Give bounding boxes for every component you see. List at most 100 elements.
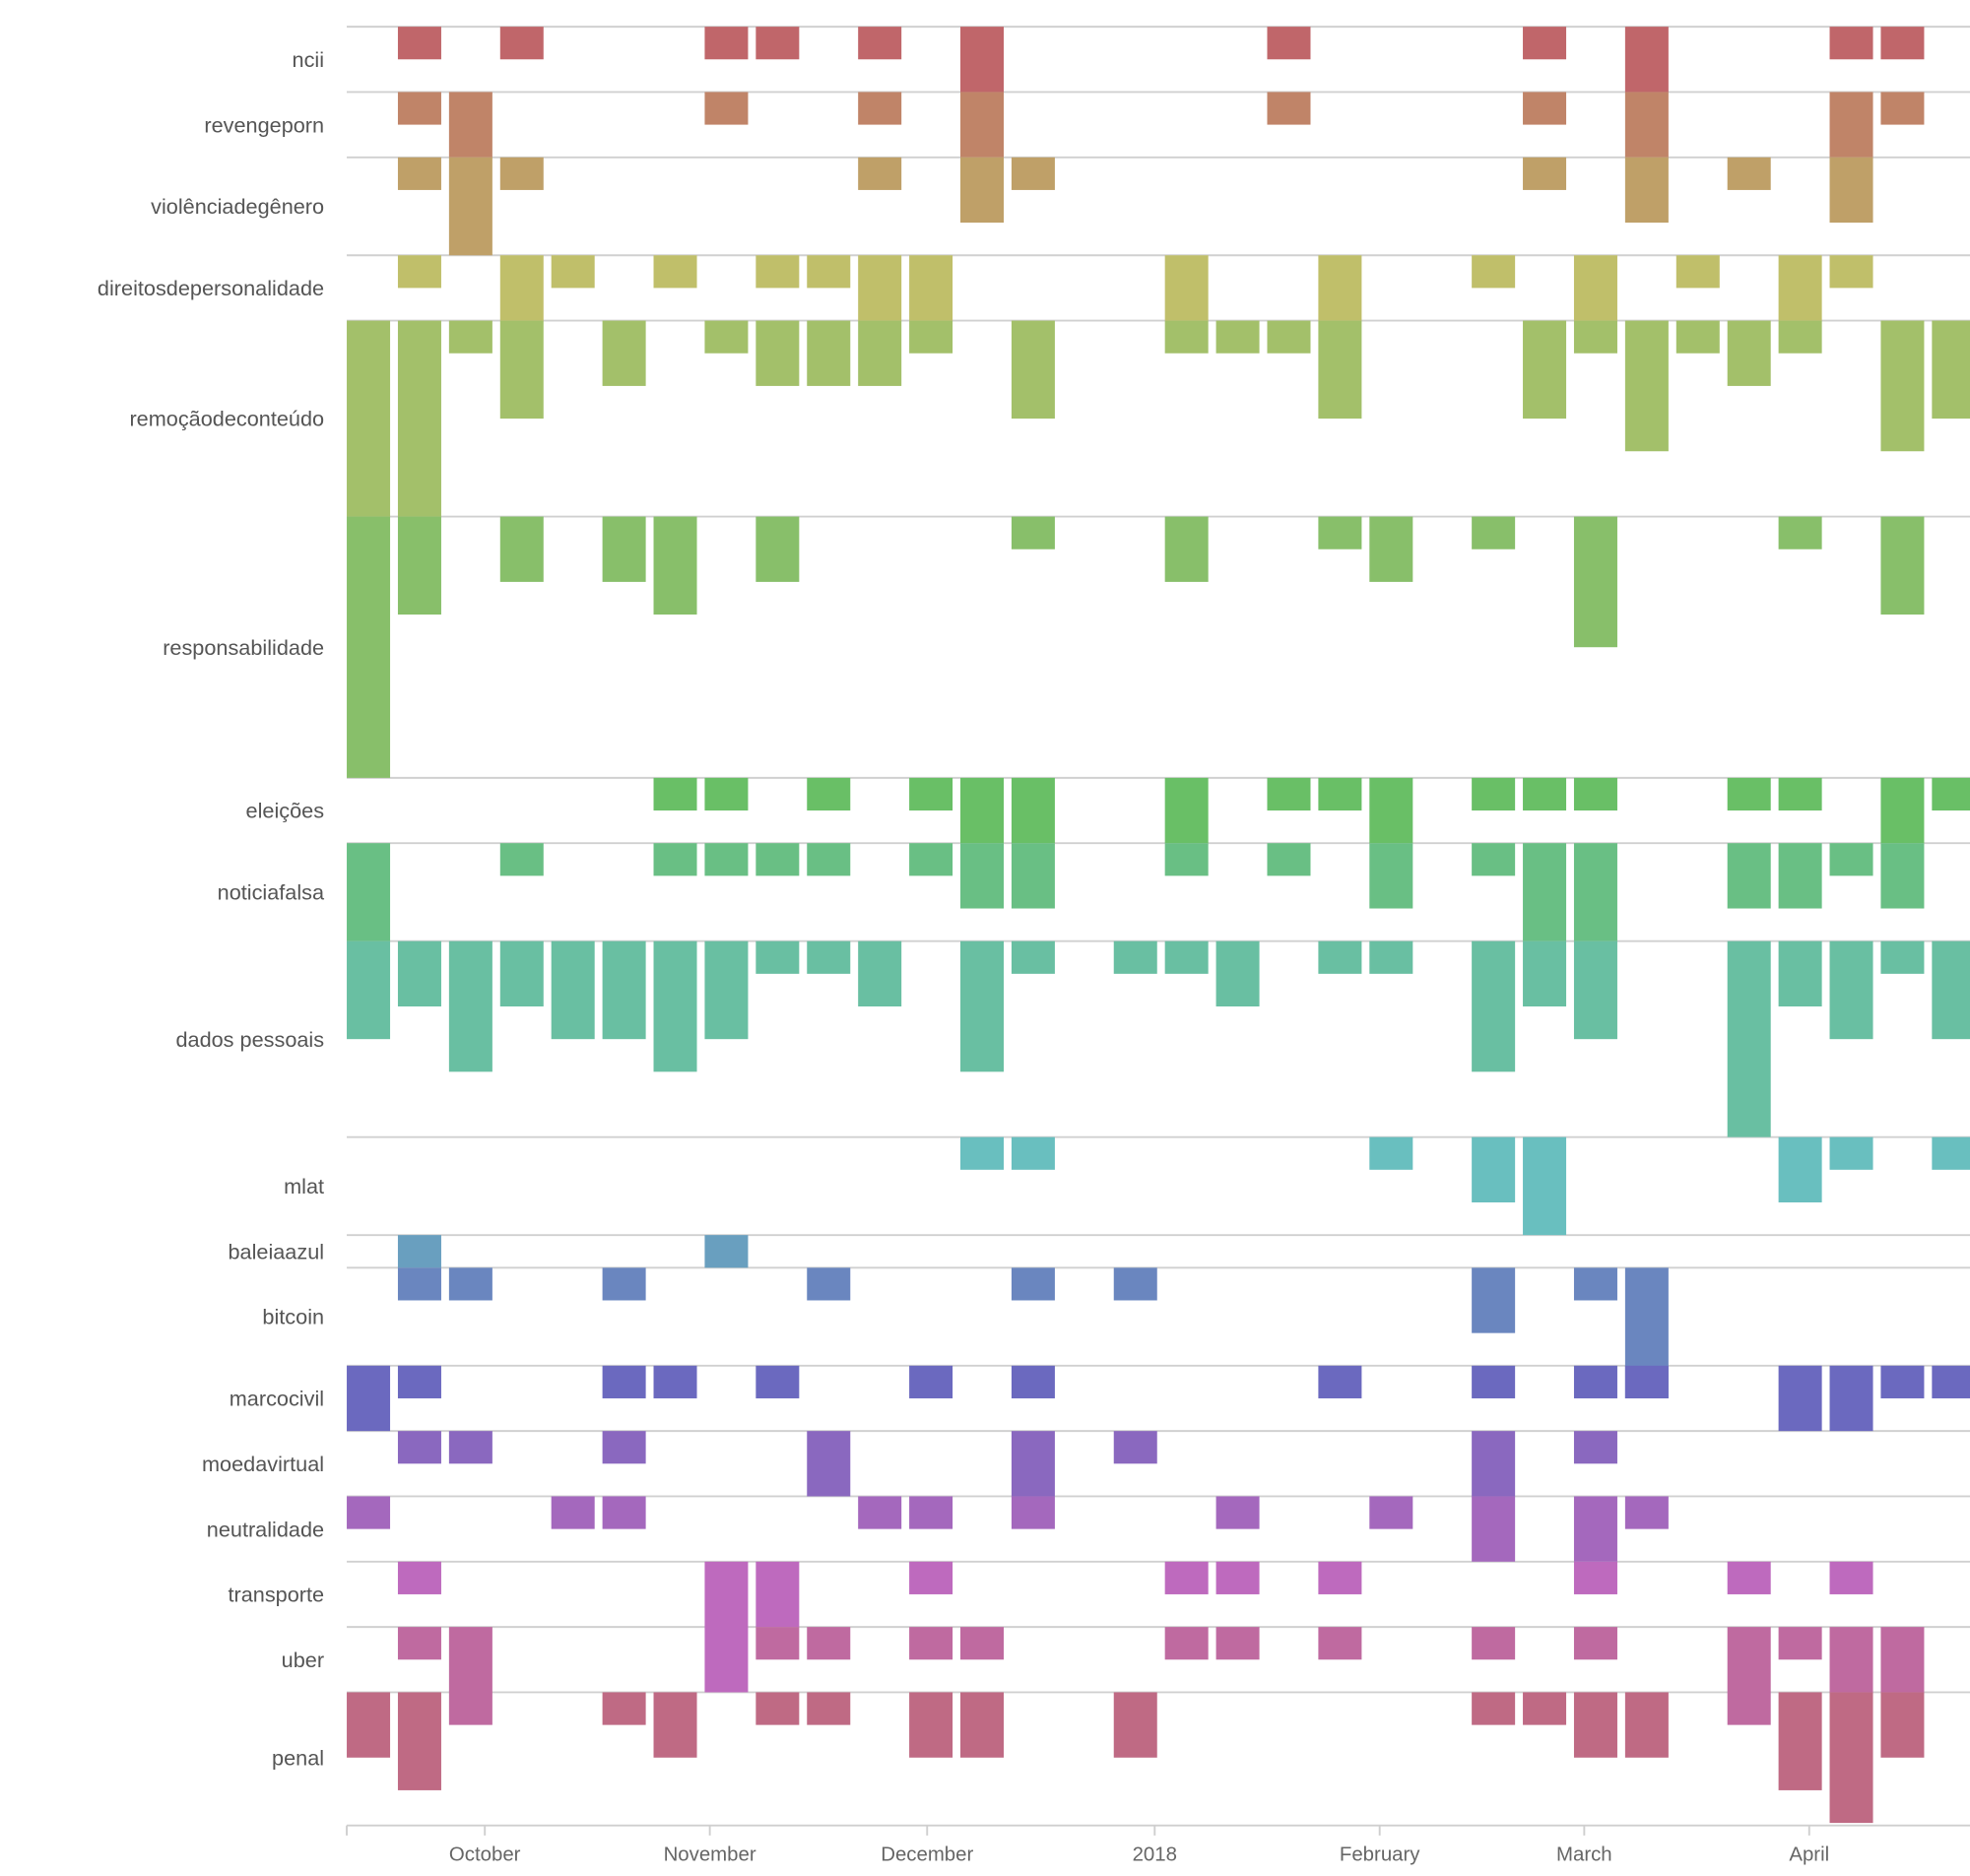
bar-ncii-week-1 xyxy=(397,27,441,60)
bar-penal-week-28 xyxy=(1778,1692,1822,1790)
bar-dados-pessoais-week-20 xyxy=(1369,940,1413,974)
row-label: violênciadegênero xyxy=(151,194,324,219)
bar-revengeporn-week-25 xyxy=(1624,92,1669,158)
bar-penal-week-8 xyxy=(755,1692,800,1725)
bar-neutralidade-week-22 xyxy=(1472,1496,1516,1562)
row-label: noticiafalsa xyxy=(218,880,325,905)
bar-ncii-week-30 xyxy=(1880,27,1925,60)
bar-remoçãodeconteúdo-week-31 xyxy=(1932,320,1970,420)
bar-direitosdepersonalidade-week-8 xyxy=(755,255,800,289)
bar-neutralidade-week-0 xyxy=(347,1496,391,1529)
bar-dados-pessoais-week-16 xyxy=(1164,940,1209,974)
bar-direitosdepersonalidade-week-1 xyxy=(397,255,441,289)
bar-uber-week-28 xyxy=(1778,1627,1822,1660)
bar-noticiafalsa-week-30 xyxy=(1880,843,1925,909)
bar-uber-week-30 xyxy=(1880,1627,1925,1693)
bar-eleições-week-22 xyxy=(1472,777,1516,811)
bar-eleições-week-12 xyxy=(960,777,1005,844)
bar-violênciadegênero-week-25 xyxy=(1624,157,1669,224)
bar-responsabilidade-week-1 xyxy=(397,516,441,615)
row-label: direitosdepersonalidade xyxy=(98,276,324,300)
row-label: bitcoin xyxy=(262,1305,324,1329)
bar-violênciadegênero-week-3 xyxy=(499,157,544,190)
bar-remoçãodeconteúdo-week-8 xyxy=(755,320,800,386)
bar-noticiafalsa-week-24 xyxy=(1573,843,1617,941)
x-tick-label: December xyxy=(881,1844,973,1865)
x-tick-label: February xyxy=(1340,1844,1420,1865)
bar-uber-week-27 xyxy=(1727,1627,1771,1725)
bar-penal-week-6 xyxy=(653,1692,697,1758)
row-label: eleições xyxy=(246,799,325,823)
bar-direitosdepersonalidade-week-24 xyxy=(1573,255,1617,321)
bar-penal-week-15 xyxy=(1113,1692,1157,1758)
bar-noticiafalsa-week-22 xyxy=(1472,843,1516,876)
bar-responsabilidade-week-28 xyxy=(1778,516,1822,550)
x-tick-label: November xyxy=(664,1844,756,1865)
bar-noticiafalsa-week-8 xyxy=(755,843,800,876)
bar-revengeporn-week-1 xyxy=(397,92,441,125)
bar-dados-pessoais-week-10 xyxy=(858,940,902,1007)
bar-moedavirtual-week-22 xyxy=(1472,1431,1516,1497)
bar-marcocivil-week-30 xyxy=(1880,1365,1925,1398)
bar-dados-pessoais-week-5 xyxy=(602,940,646,1040)
bar-eleições-week-13 xyxy=(1011,777,1055,844)
bar-uber-week-1 xyxy=(397,1627,441,1660)
bar-remoçãodeconteúdo-week-9 xyxy=(807,320,851,386)
bar-baleiaazul-week-1 xyxy=(397,1235,441,1268)
row-label: transporte xyxy=(229,1583,325,1607)
bar-dados-pessoais-week-1 xyxy=(397,940,441,1007)
x-tick-label: April xyxy=(1789,1844,1829,1865)
bar-revengeporn-week-18 xyxy=(1267,92,1311,125)
bar-neutralidade-week-4 xyxy=(551,1496,595,1529)
bar-transporte-week-11 xyxy=(909,1561,953,1594)
bar-direitosdepersonalidade-week-3 xyxy=(499,255,544,321)
bar-responsabilidade-week-3 xyxy=(499,516,544,582)
bar-marcocivil-week-13 xyxy=(1011,1365,1055,1398)
bar-uber-week-2 xyxy=(448,1627,492,1725)
bar-remoçãodeconteúdo-week-16 xyxy=(1164,320,1209,354)
bar-bitcoin-week-5 xyxy=(602,1267,646,1301)
bar-neutralidade-week-24 xyxy=(1573,1496,1617,1562)
bar-uber-week-17 xyxy=(1215,1627,1260,1660)
bar-mlat-week-28 xyxy=(1778,1136,1822,1202)
bar-moedavirtual-week-5 xyxy=(602,1431,646,1464)
bar-remoçãodeconteúdo-week-24 xyxy=(1573,320,1617,354)
bar-responsabilidade-week-0 xyxy=(347,516,391,778)
bar-transporte-week-17 xyxy=(1215,1561,1260,1594)
bar-responsabilidade-week-5 xyxy=(602,516,646,582)
bar-direitosdepersonalidade-week-26 xyxy=(1675,255,1720,289)
bar-bitcoin-week-15 xyxy=(1113,1267,1157,1301)
bar-bitcoin-week-13 xyxy=(1011,1267,1055,1301)
bar-violênciadegênero-week-1 xyxy=(397,157,441,190)
bar-remoçãodeconteúdo-week-5 xyxy=(602,320,646,386)
bar-penal-week-11 xyxy=(909,1692,953,1758)
row-label: ncii xyxy=(293,47,325,72)
bar-revengeporn-week-29 xyxy=(1829,92,1873,158)
bar-penal-week-22 xyxy=(1472,1692,1516,1725)
bar-penal-week-23 xyxy=(1523,1692,1567,1725)
bar-violênciadegênero-week-29 xyxy=(1829,157,1873,224)
bar-remoçãodeconteúdo-week-11 xyxy=(909,320,953,354)
bar-ncii-week-12 xyxy=(960,27,1005,93)
bar-ncii-week-10 xyxy=(858,27,902,60)
bar-direitosdepersonalidade-week-29 xyxy=(1829,255,1873,289)
bar-marcocivil-week-28 xyxy=(1778,1365,1822,1432)
bar-dados-pessoais-week-29 xyxy=(1829,940,1873,1040)
bar-responsabilidade-week-22 xyxy=(1472,516,1516,550)
bar-noticiafalsa-week-13 xyxy=(1011,843,1055,909)
bar-revengeporn-week-7 xyxy=(704,92,749,125)
bar-marcocivil-week-8 xyxy=(755,1365,800,1398)
bar-marcocivil-week-29 xyxy=(1829,1365,1873,1432)
bar-marcocivil-week-24 xyxy=(1573,1365,1617,1398)
bar-dados-pessoais-week-7 xyxy=(704,940,749,1040)
bar-violênciadegênero-week-12 xyxy=(960,157,1005,224)
bar-remoçãodeconteúdo-week-10 xyxy=(858,320,902,386)
bar-moedavirtual-week-24 xyxy=(1573,1431,1617,1464)
bar-mlat-week-12 xyxy=(960,1136,1005,1170)
bar-penal-week-25 xyxy=(1624,1692,1669,1758)
bar-baleiaazul-week-7 xyxy=(704,1235,749,1268)
bar-marcocivil-week-11 xyxy=(909,1365,953,1398)
bar-mlat-week-22 xyxy=(1472,1136,1516,1202)
bar-mlat-week-29 xyxy=(1829,1136,1873,1170)
